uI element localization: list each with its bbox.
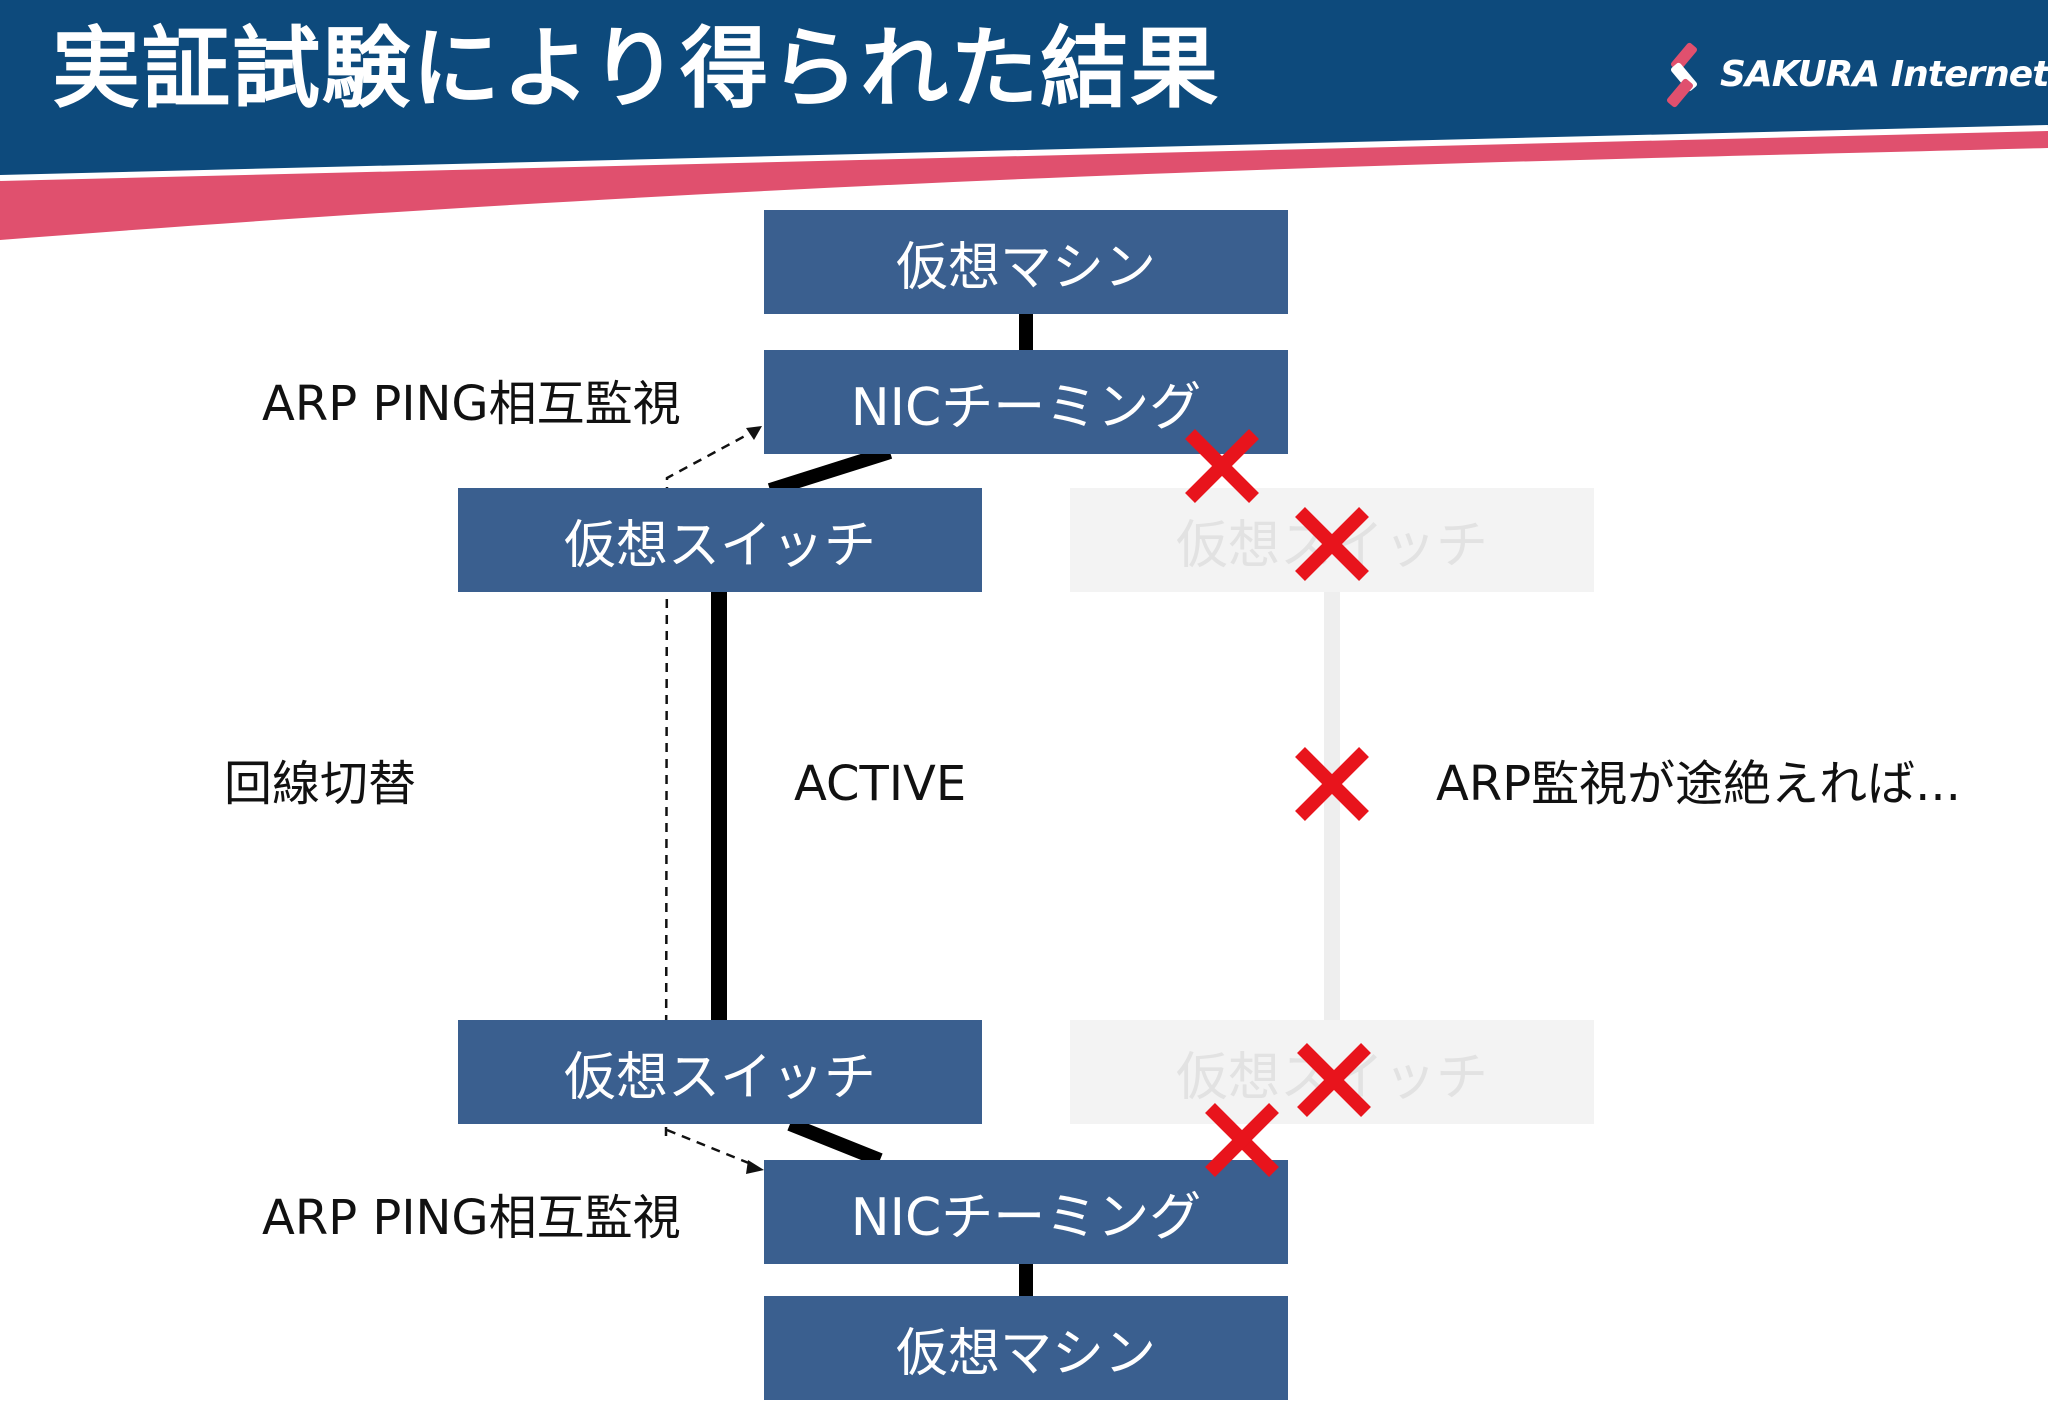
left-virtual-switch-top: 仮想スイッチ <box>458 488 982 592</box>
arp-ping-label-bottom: ARP PING相互監視 <box>262 1190 681 1246</box>
link-bottom-switch-nic <box>787 1117 883 1167</box>
bottom-nic-teaming: NICチーミング <box>764 1160 1288 1264</box>
failure-x-icon-2 <box>1295 507 1369 581</box>
arp-monitor-dashed-line <box>664 428 757 1137</box>
arrowhead-top <box>746 426 762 440</box>
top-virtual-machine: 仮想マシン <box>764 210 1288 314</box>
arp-lost-label: ARP監視が途絶えれば... <box>1436 756 1961 812</box>
failure-x-icon-5 <box>1205 1103 1279 1177</box>
failover-label: 回線切替 <box>224 756 417 812</box>
header-banner: 実証試験により得られた結果 SAKURA Internet <box>0 0 2048 240</box>
arp-ping-label-top: ARP PING相互監視 <box>262 376 681 432</box>
left-virtual-switch-bottom: 仮想スイッチ <box>458 1020 982 1124</box>
arp-monitor-dashed-line-bottom <box>666 1128 757 1168</box>
failure-x-icon-3 <box>1295 747 1369 821</box>
slide-title: 実証試験により得られた結果 <box>52 17 1221 120</box>
sakura-logo-icon <box>1666 42 1698 108</box>
bottom-virtual-machine: 仮想マシン <box>764 1296 1288 1400</box>
failure-x-icon-4 <box>1297 1043 1371 1117</box>
active-label: ACTIVE <box>794 756 967 812</box>
link-top-nic-switch <box>767 445 893 497</box>
header-background <box>0 0 2048 240</box>
arrowhead-bottom <box>746 1160 764 1174</box>
failure-x-icon-1 <box>1185 429 1259 503</box>
logo-text: SAKURA Internet <box>1720 54 2048 95</box>
